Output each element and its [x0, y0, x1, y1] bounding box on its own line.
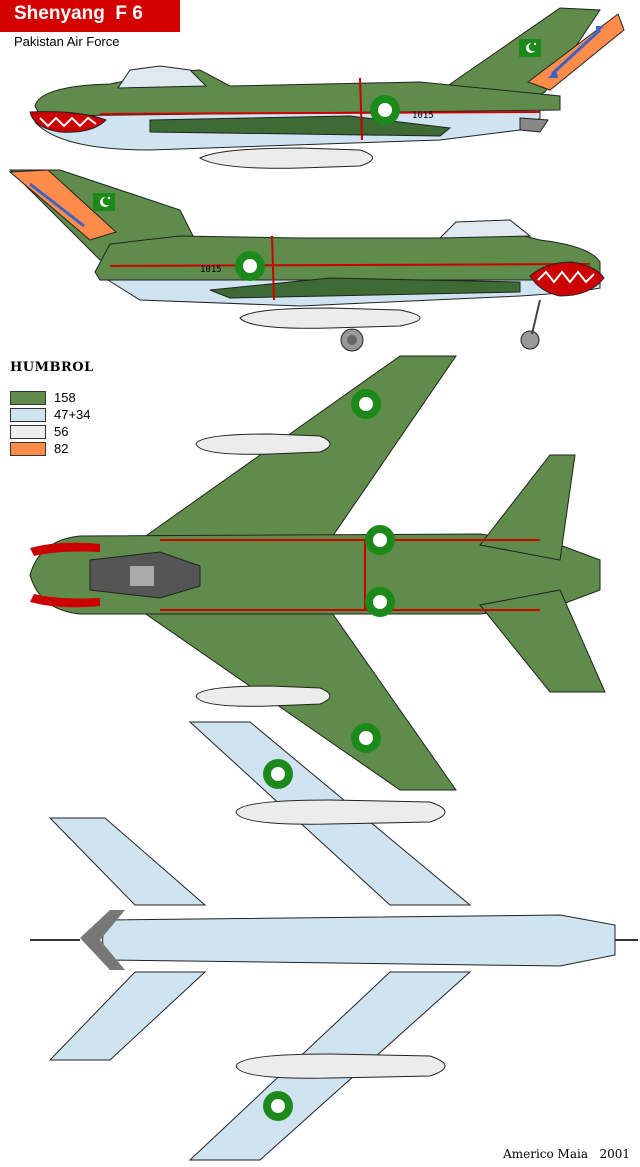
legend-swatch-0 — [10, 390, 46, 405]
legend-item: 158 — [10, 389, 94, 406]
top-view — [29, 355, 606, 791]
legend-swatch-3 — [10, 441, 46, 456]
author-credit: Americo Maia 2001 — [503, 1147, 630, 1161]
title-banner: Shenyang F 6 — [0, 0, 180, 32]
legend-label: 82 — [54, 441, 69, 456]
legend-item: 82 — [10, 440, 94, 457]
side-view-left: 1015 — [29, 7, 625, 169]
legend-item: 56 — [10, 423, 94, 440]
legend-title: HUMBROL — [10, 360, 94, 375]
credit-year: 2001 — [599, 1147, 630, 1161]
legend-swatch-2 — [10, 424, 46, 439]
legend-swatch-1 — [10, 407, 46, 422]
legend-label: 56 — [54, 424, 69, 439]
serial-number: 1015 — [412, 111, 434, 121]
page-subtitle: Pakistan Air Force — [14, 34, 120, 49]
side-view-right: 1015 — [8, 169, 605, 352]
author-name: Americo Maia — [503, 1147, 588, 1161]
page-title: Shenyang F 6 — [14, 3, 143, 24]
serial-number-2: 1015 — [200, 265, 222, 275]
color-legend: HUMBROL 158 47+34 56 82 — [10, 360, 94, 457]
legend-item: 47+34 — [10, 406, 94, 423]
bottom-view — [30, 721, 638, 1161]
legend-label: 47+34 — [54, 407, 91, 422]
legend-label: 158 — [54, 390, 76, 405]
